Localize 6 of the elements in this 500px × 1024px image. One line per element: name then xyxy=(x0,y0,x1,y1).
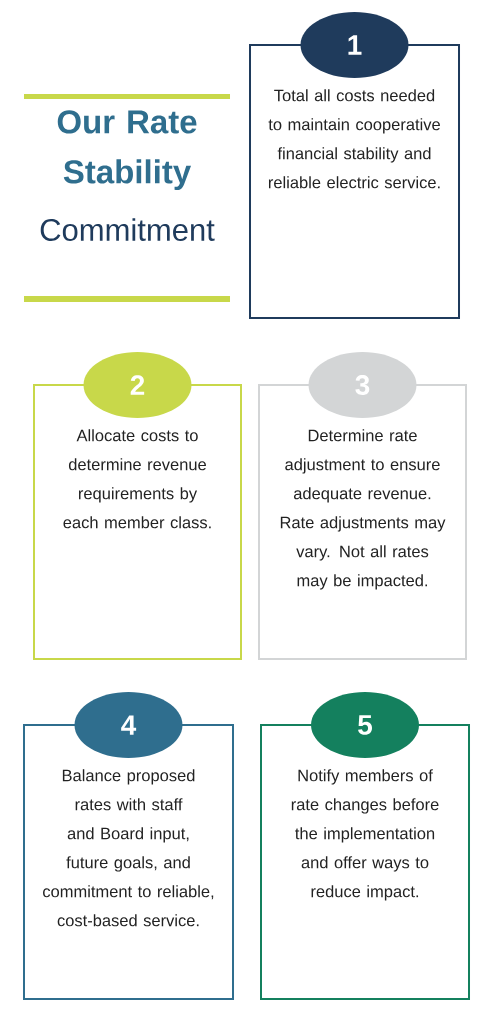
title: Our Rate Stability xyxy=(57,110,197,191)
title: Commitment xyxy=(40,218,215,241)
number-badge: 1 xyxy=(300,12,409,78)
number-badge: 2 xyxy=(83,352,192,418)
number-badge: 4 xyxy=(74,692,183,758)
number-badge: 5 xyxy=(311,692,419,758)
